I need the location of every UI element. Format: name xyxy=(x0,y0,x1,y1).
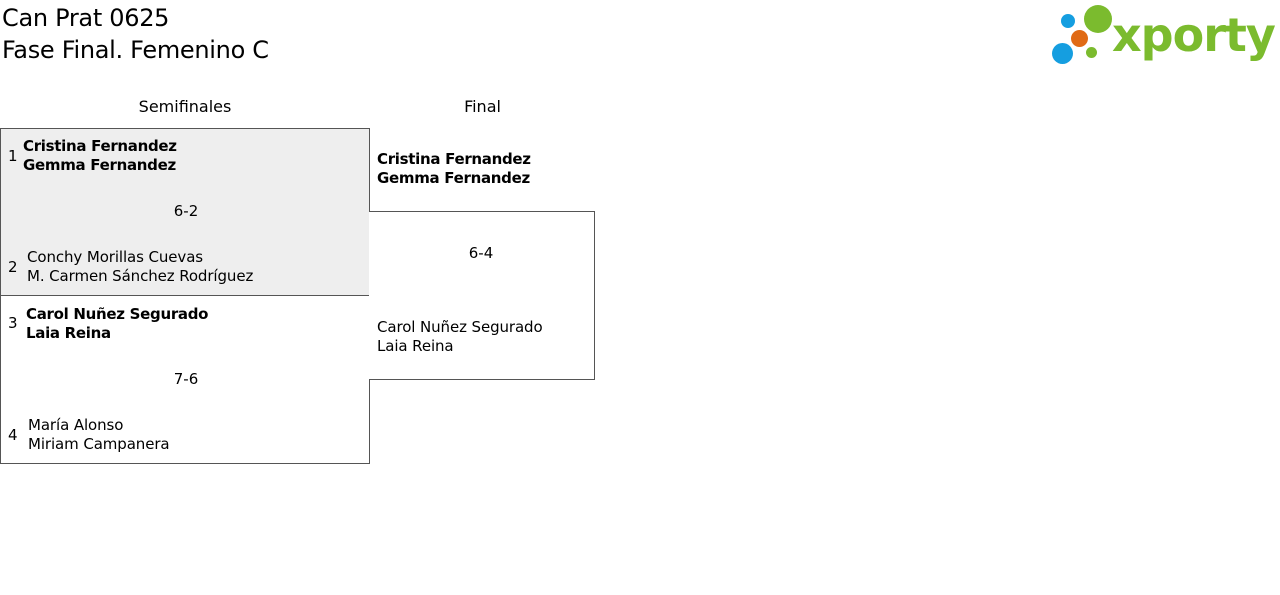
team-loser: Conchy Morillas Cuevas M. Carmen Sánchez… xyxy=(27,248,253,286)
round-title-semifinals: Semifinales xyxy=(138,97,232,116)
team-winner: Carol Nuñez Segurado Laia Reina xyxy=(26,305,209,343)
player-name: Gemma Fernandez xyxy=(377,169,530,187)
logo-dot-green-large xyxy=(1084,5,1112,33)
final-team-winner: Cristina Fernandez Gemma Fernandez xyxy=(377,150,531,188)
match-score: 7-6 xyxy=(173,370,199,388)
semifinal-match-2[interactable]: 3 Carol Nuñez Segurado Laia Reina 7-6 4 … xyxy=(0,295,370,464)
logo-dot-orange xyxy=(1071,30,1088,47)
seed-number: 4 xyxy=(8,426,18,444)
round-title-final: Final xyxy=(464,97,501,116)
match-score: 6-4 xyxy=(468,244,494,262)
final-team-loser: Carol Nuñez Segurado Laia Reina xyxy=(377,318,543,356)
player-name: Carol Nuñez Segurado xyxy=(377,318,543,336)
team-winner: Cristina Fernandez Gemma Fernandez xyxy=(23,137,177,175)
semifinal-match-1[interactable]: 1 Cristina Fernandez Gemma Fernandez 6-2… xyxy=(0,128,370,296)
draw-subtitle: Fase Final. Femenino C xyxy=(2,36,269,64)
tournament-title: Can Prat 0625 xyxy=(2,4,170,32)
seed-number: 1 xyxy=(8,147,18,165)
player-name: Cristina Fernandez xyxy=(23,137,177,155)
logo-dot-blue-large xyxy=(1052,43,1073,64)
seed-number: 2 xyxy=(8,258,18,276)
seed-number: 3 xyxy=(8,314,18,332)
team-loser: María Alonso Miriam Campanera xyxy=(28,416,170,454)
final-match[interactable]: 6-4 Carol Nuñez Segurado Laia Reina xyxy=(369,211,595,380)
player-name: Cristina Fernandez xyxy=(377,150,531,168)
logo-dot-blue-small xyxy=(1061,14,1075,28)
player-name: María Alonso xyxy=(28,416,124,434)
player-name: Carol Nuñez Segurado xyxy=(26,305,209,323)
player-name: Laia Reina xyxy=(26,324,111,342)
xporty-logo[interactable]: xporty xyxy=(1050,2,1278,68)
player-name: Gemma Fernandez xyxy=(23,156,176,174)
player-name: Miriam Campanera xyxy=(28,435,170,453)
player-name: Conchy Morillas Cuevas xyxy=(27,248,204,266)
player-name: M. Carmen Sánchez Rodríguez xyxy=(27,267,254,285)
match-score: 6-2 xyxy=(173,202,199,220)
player-name: Laia Reina xyxy=(377,337,454,355)
logo-dot-green-small xyxy=(1086,47,1097,58)
logo-wordmark: xporty xyxy=(1112,8,1276,62)
